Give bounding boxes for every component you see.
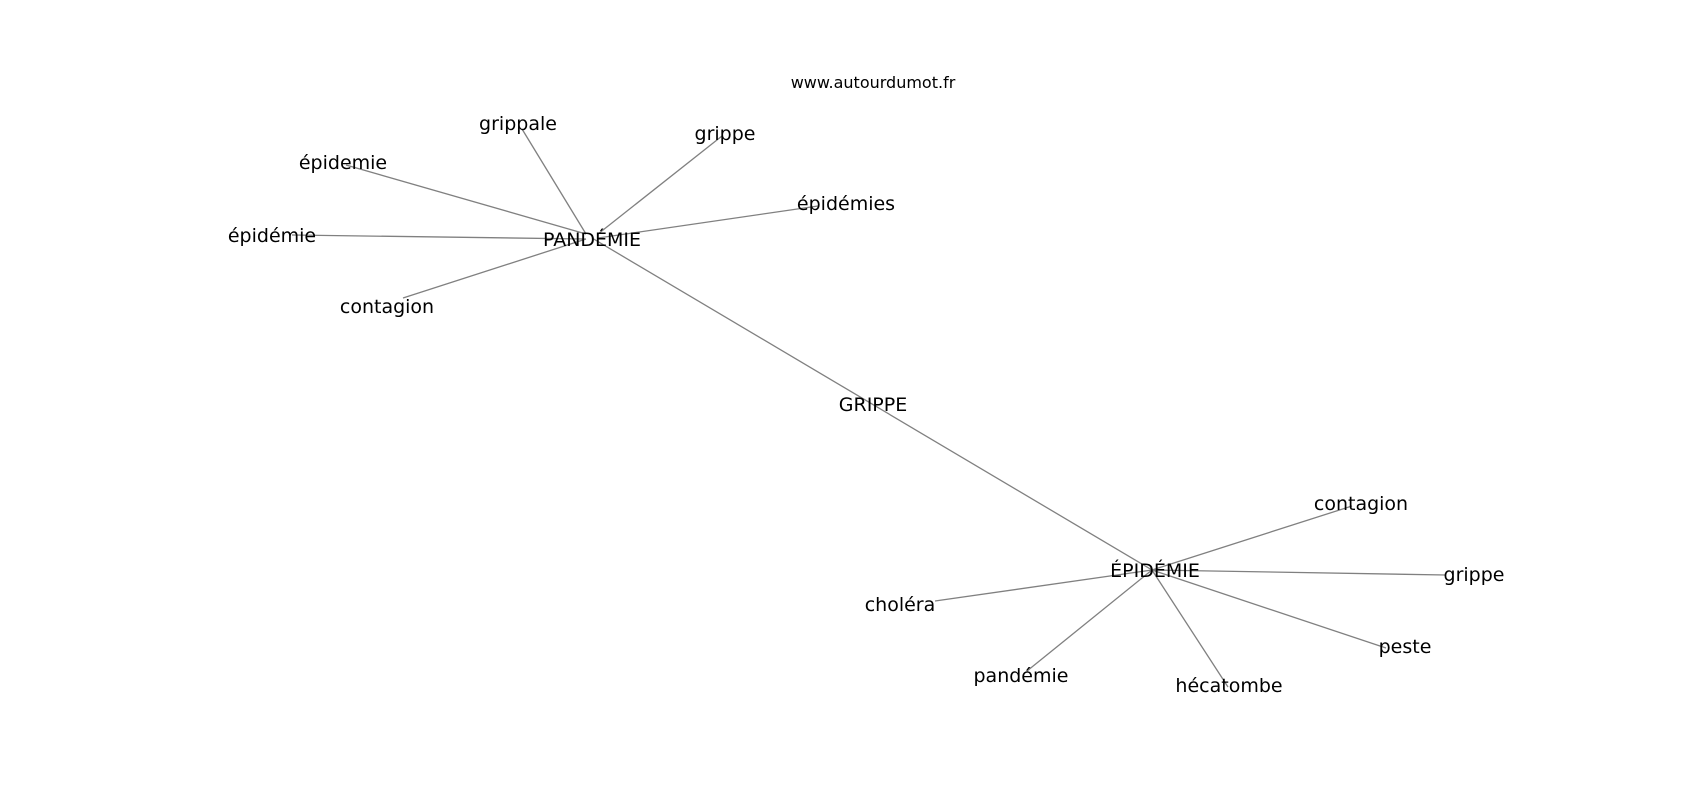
neighbor-node-label: hécatombe xyxy=(1175,675,1282,697)
edge-pandemie-epidemie-b xyxy=(291,234,587,240)
edge-epidemie-contagion xyxy=(1151,505,1353,571)
edge-pandemie-epidemie xyxy=(591,237,1153,571)
edge-pandemie-contagion xyxy=(402,238,587,299)
neighbor-node-label: grippe xyxy=(1444,564,1505,586)
neighbor-node-label: contagion xyxy=(340,296,434,318)
edge-epidemie-pandemie xyxy=(1026,569,1153,672)
neighbor-node-label: choléra xyxy=(865,594,936,616)
neighbor-node-label: épidemie xyxy=(299,152,387,174)
neighbor-node-label: grippale xyxy=(479,113,557,135)
neighbor-node-label: pandémie xyxy=(974,665,1069,687)
hub-node-label: PANDÉMIE xyxy=(543,228,641,251)
neighbor-node-label: contagion xyxy=(1314,493,1408,515)
hub-node-label: ÉPIDÉMIE xyxy=(1110,559,1200,582)
edge-epidemie-peste xyxy=(1151,569,1387,649)
source-label: www.autourdumot.fr xyxy=(791,73,956,92)
edge-pandemie-grippe xyxy=(597,135,723,235)
neighbor-node-label: épidémie xyxy=(228,225,316,247)
edge-epidemie-hecatombe xyxy=(1151,569,1229,688)
edge-epidemie-grippe xyxy=(1151,569,1447,576)
neighbor-node-label: épidémies xyxy=(797,193,895,215)
center-node-label: GRIPPE xyxy=(839,394,907,416)
neighbor-node-label: grippe xyxy=(695,123,756,145)
edge-pandemie-grippale xyxy=(521,128,587,235)
neighbor-node-label: peste xyxy=(1379,636,1432,658)
edge-pandemie-epidemies xyxy=(597,205,819,239)
edge-epidemie-cholera xyxy=(934,569,1153,602)
edge-pandemie-epidemie-a xyxy=(345,164,587,235)
